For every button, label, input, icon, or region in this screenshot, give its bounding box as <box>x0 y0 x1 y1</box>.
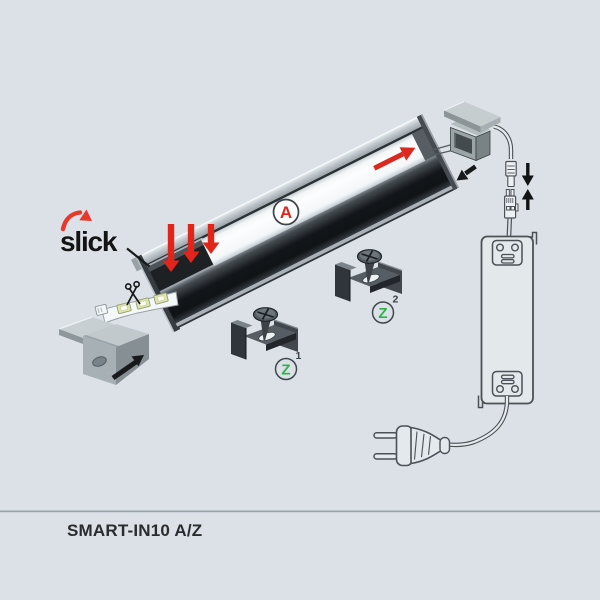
led-chip <box>135 297 151 310</box>
diffuser-cover <box>200 133 428 267</box>
plug-face <box>395 425 414 467</box>
label-z1-letter: Z <box>281 362 290 379</box>
logo-swoosh <box>60 210 83 232</box>
power-plug <box>373 425 451 467</box>
profile-body <box>160 153 455 324</box>
slide-direction-arrow <box>373 147 416 171</box>
divider-line <box>0 510 600 513</box>
strip-end-connector <box>94 303 109 316</box>
label-z2-letter: Z <box>378 305 387 322</box>
cap-slide-arrow <box>111 355 144 381</box>
product-caption: SMART-IN10 A/Z <box>67 521 202 540</box>
label-z1: Z 1 <box>274 350 302 381</box>
psu-terminal-top <box>491 239 523 266</box>
cap-direction-arrow <box>456 164 477 181</box>
scissors-icon <box>124 280 141 306</box>
label-a: A <box>272 198 300 226</box>
end-cap-left <box>58 316 149 385</box>
flange-tip <box>131 256 144 272</box>
connector-male <box>504 189 519 219</box>
mains-cable <box>449 396 510 448</box>
slick-logo: slick <box>60 209 151 268</box>
connector-pair <box>504 160 519 219</box>
logo-text: slick <box>60 226 118 257</box>
connector-female <box>505 160 517 188</box>
power-supply <box>477 231 538 409</box>
end-cap-right <box>443 101 514 162</box>
led-profile <box>131 114 459 333</box>
connect-arrows <box>521 163 534 210</box>
label-z2-superscript: 2 <box>393 294 399 306</box>
plug-grommet <box>439 436 451 455</box>
cap-cable <box>493 124 514 159</box>
profile-end-face <box>136 253 181 332</box>
plug-pin <box>373 453 398 460</box>
plug-pin <box>373 432 398 439</box>
insert-arrow-1 <box>162 224 180 272</box>
logo-swoosh-head <box>79 209 92 221</box>
insert-arrow-3 <box>202 224 220 254</box>
label-z2: Z 2 <box>371 294 399 324</box>
red-insert-arrows <box>162 224 220 272</box>
led-strip <box>94 280 179 324</box>
insert-arrow-2 <box>182 224 200 263</box>
label-z1-superscript: 1 <box>296 350 302 362</box>
cap-hole <box>92 356 107 367</box>
profile-output-wires <box>424 143 455 158</box>
label-a-letter: A <box>280 203 292 222</box>
led-chip <box>153 292 169 305</box>
logo-pointer-line <box>126 247 151 268</box>
